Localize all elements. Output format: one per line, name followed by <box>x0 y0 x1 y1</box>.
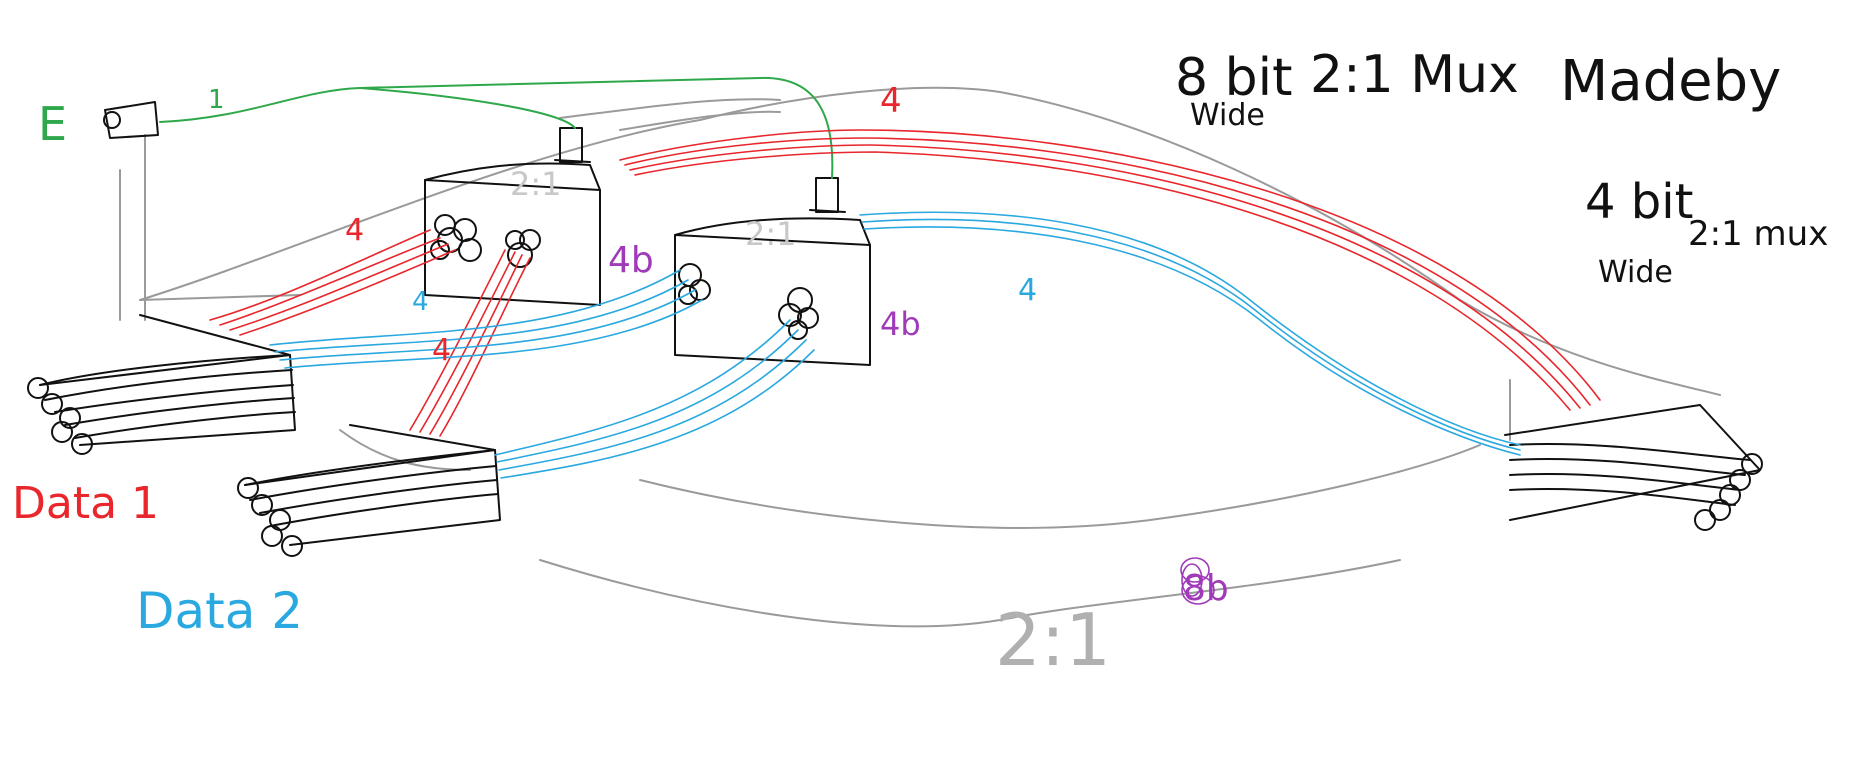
enable-count: 1 <box>208 85 225 115</box>
bus-blue-a-count: 4 <box>412 287 429 317</box>
sub-4bit: 4 bit <box>1585 174 1693 230</box>
red-wires <box>209 129 1601 437</box>
data1-bundle <box>27 314 296 455</box>
mux-b-box <box>674 177 871 366</box>
labels: 8 bit Wide 2:1 Mux Madeby 4 bit Wide 2:1… <box>12 45 1828 682</box>
title-8bit: 8 bit <box>1175 48 1292 108</box>
enable-wire <box>159 76 834 179</box>
data2-label: Data 2 <box>136 582 303 640</box>
sub-wide: Wide <box>1598 255 1673 290</box>
mux-a-box <box>424 127 601 306</box>
big-mux-outline <box>119 86 1721 628</box>
title-wide: Wide <box>1190 98 1265 133</box>
data1-label: Data 1 <box>12 478 159 529</box>
blue-wires <box>269 211 1521 479</box>
bus-out-blue-count: 4 <box>1018 273 1037 308</box>
title-mux: 2:1 Mux <box>1310 45 1519 105</box>
title-madeby: Madeby <box>1560 49 1781 114</box>
bus-red-a-count: 4 <box>345 213 364 248</box>
mux-big-label: 2:1 <box>995 598 1111 682</box>
sub-mux: 2:1 mux <box>1688 214 1828 254</box>
output-bits-scribble <box>1180 557 1215 605</box>
mux-b-label: 2:1 <box>745 215 797 253</box>
bus-out-red-count: 4 <box>880 81 902 121</box>
bits-out-label: 8b <box>1183 568 1229 609</box>
bits-b-label: 4b <box>880 305 921 343</box>
bits-a-label: 4b <box>608 240 654 281</box>
bus-red-b-count: 4 <box>432 333 451 368</box>
enable-label: E <box>38 97 67 151</box>
enable-connector <box>103 101 159 139</box>
data2-bundle <box>237 424 501 557</box>
mux-a-label: 2:1 <box>510 165 562 203</box>
output-bundle <box>1504 404 1763 531</box>
